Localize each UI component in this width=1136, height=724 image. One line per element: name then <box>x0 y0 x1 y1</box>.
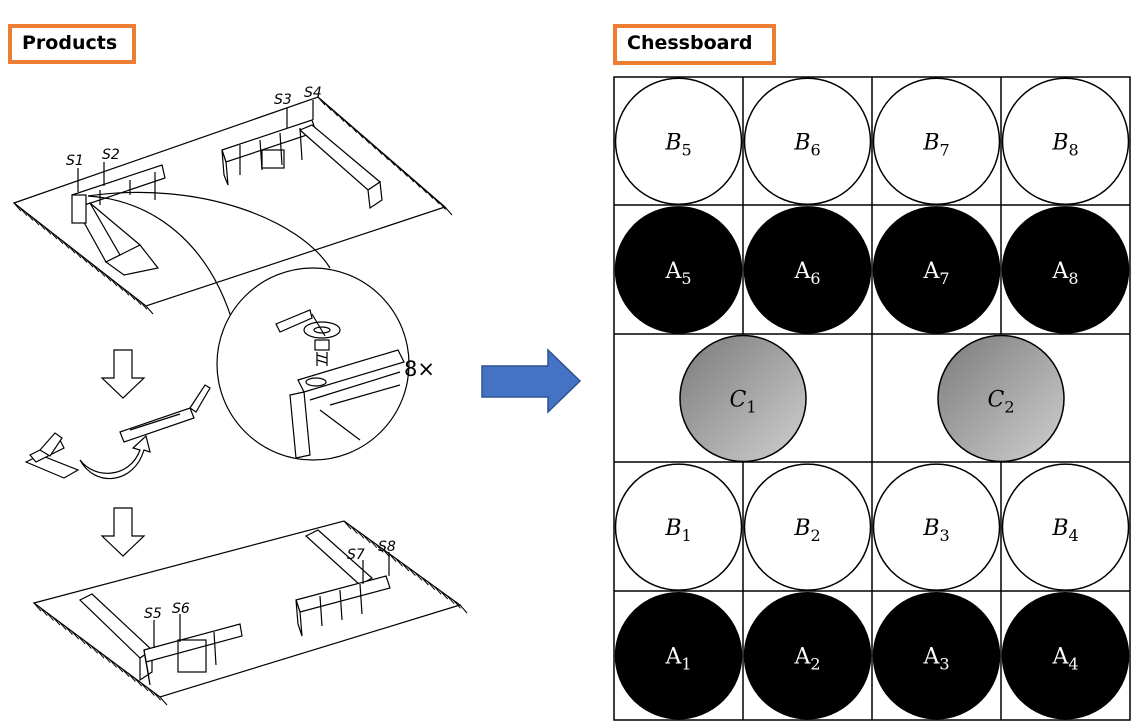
flip-step-illustration <box>24 384 211 480</box>
piece-b1 <box>614 463 743 591</box>
bottom-floor-hatching <box>33 520 468 706</box>
screw-label-s6: S6 <box>172 601 190 617</box>
piece-c1 <box>679 334 807 463</box>
down-arrow-icon <box>100 349 146 399</box>
piece-label-b7: B7 <box>922 130 949 159</box>
screw-labels: S1 S2 S3 S4 S5 S6 S7 S8 <box>66 85 396 622</box>
piece-a4 <box>1001 591 1130 720</box>
piece-label-b5: B5 <box>664 130 691 159</box>
piece-label-b2: B2 <box>793 516 820 545</box>
piece-label-a8: A8 <box>1051 259 1078 288</box>
top-floor-hatching <box>13 96 453 315</box>
piece-label-b3: B3 <box>922 516 949 545</box>
piece-label-b6: B6 <box>793 130 820 159</box>
bottom-assembly-illustration <box>32 520 468 706</box>
piece-label-c1: C1 <box>729 388 756 417</box>
piece-b8 <box>1001 77 1130 206</box>
screw-label-s2: S2 <box>102 147 120 163</box>
piece-label-a2: A2 <box>793 645 820 674</box>
products-label: Products <box>8 24 136 64</box>
piece-b7 <box>872 77 1001 206</box>
right-arrow-icon <box>481 348 582 414</box>
down-arrow-icon <box>100 507 146 557</box>
piece-label-c2: C2 <box>987 388 1014 417</box>
piece-label-a1: A1 <box>664 645 691 674</box>
piece-a1 <box>614 591 743 720</box>
piece-b2 <box>743 463 872 591</box>
chessboard-grid <box>613 76 1131 721</box>
screw-label-s5: S5 <box>144 606 162 622</box>
piece-a8 <box>1001 206 1130 334</box>
screw-label-s8: S8 <box>378 539 396 555</box>
chessboard-label: Chessboard <box>613 24 776 65</box>
piece-b4 <box>1001 463 1130 591</box>
piece-a2 <box>743 591 872 720</box>
piece-b5 <box>614 77 743 206</box>
piece-a7 <box>872 206 1001 334</box>
screw-label-s3: S3 <box>274 92 292 108</box>
piece-label-a3: A3 <box>922 645 949 674</box>
piece-a5 <box>614 206 743 334</box>
piece-c2 <box>937 334 1065 463</box>
detail-zoom <box>87 191 410 461</box>
screw-label-s7: S7 <box>347 547 365 563</box>
screw-label-s1: S1 <box>66 153 84 169</box>
piece-label-b1: B1 <box>664 516 691 545</box>
piece-a6 <box>743 206 872 334</box>
piece-label-a5: A5 <box>664 259 691 288</box>
piece-a3 <box>872 591 1001 720</box>
screw-label-s4: S4 <box>304 85 322 101</box>
quantity-label: 8× <box>404 357 435 381</box>
piece-b6 <box>743 77 872 206</box>
piece-label-b4: B4 <box>1051 516 1078 545</box>
top-assembly-illustration <box>12 96 453 315</box>
piece-label-a4: A4 <box>1051 645 1078 674</box>
piece-label-a6: A6 <box>793 259 820 288</box>
piece-b3 <box>872 463 1001 591</box>
piece-label-b8: B8 <box>1051 130 1078 159</box>
piece-label-a7: A7 <box>922 259 949 288</box>
